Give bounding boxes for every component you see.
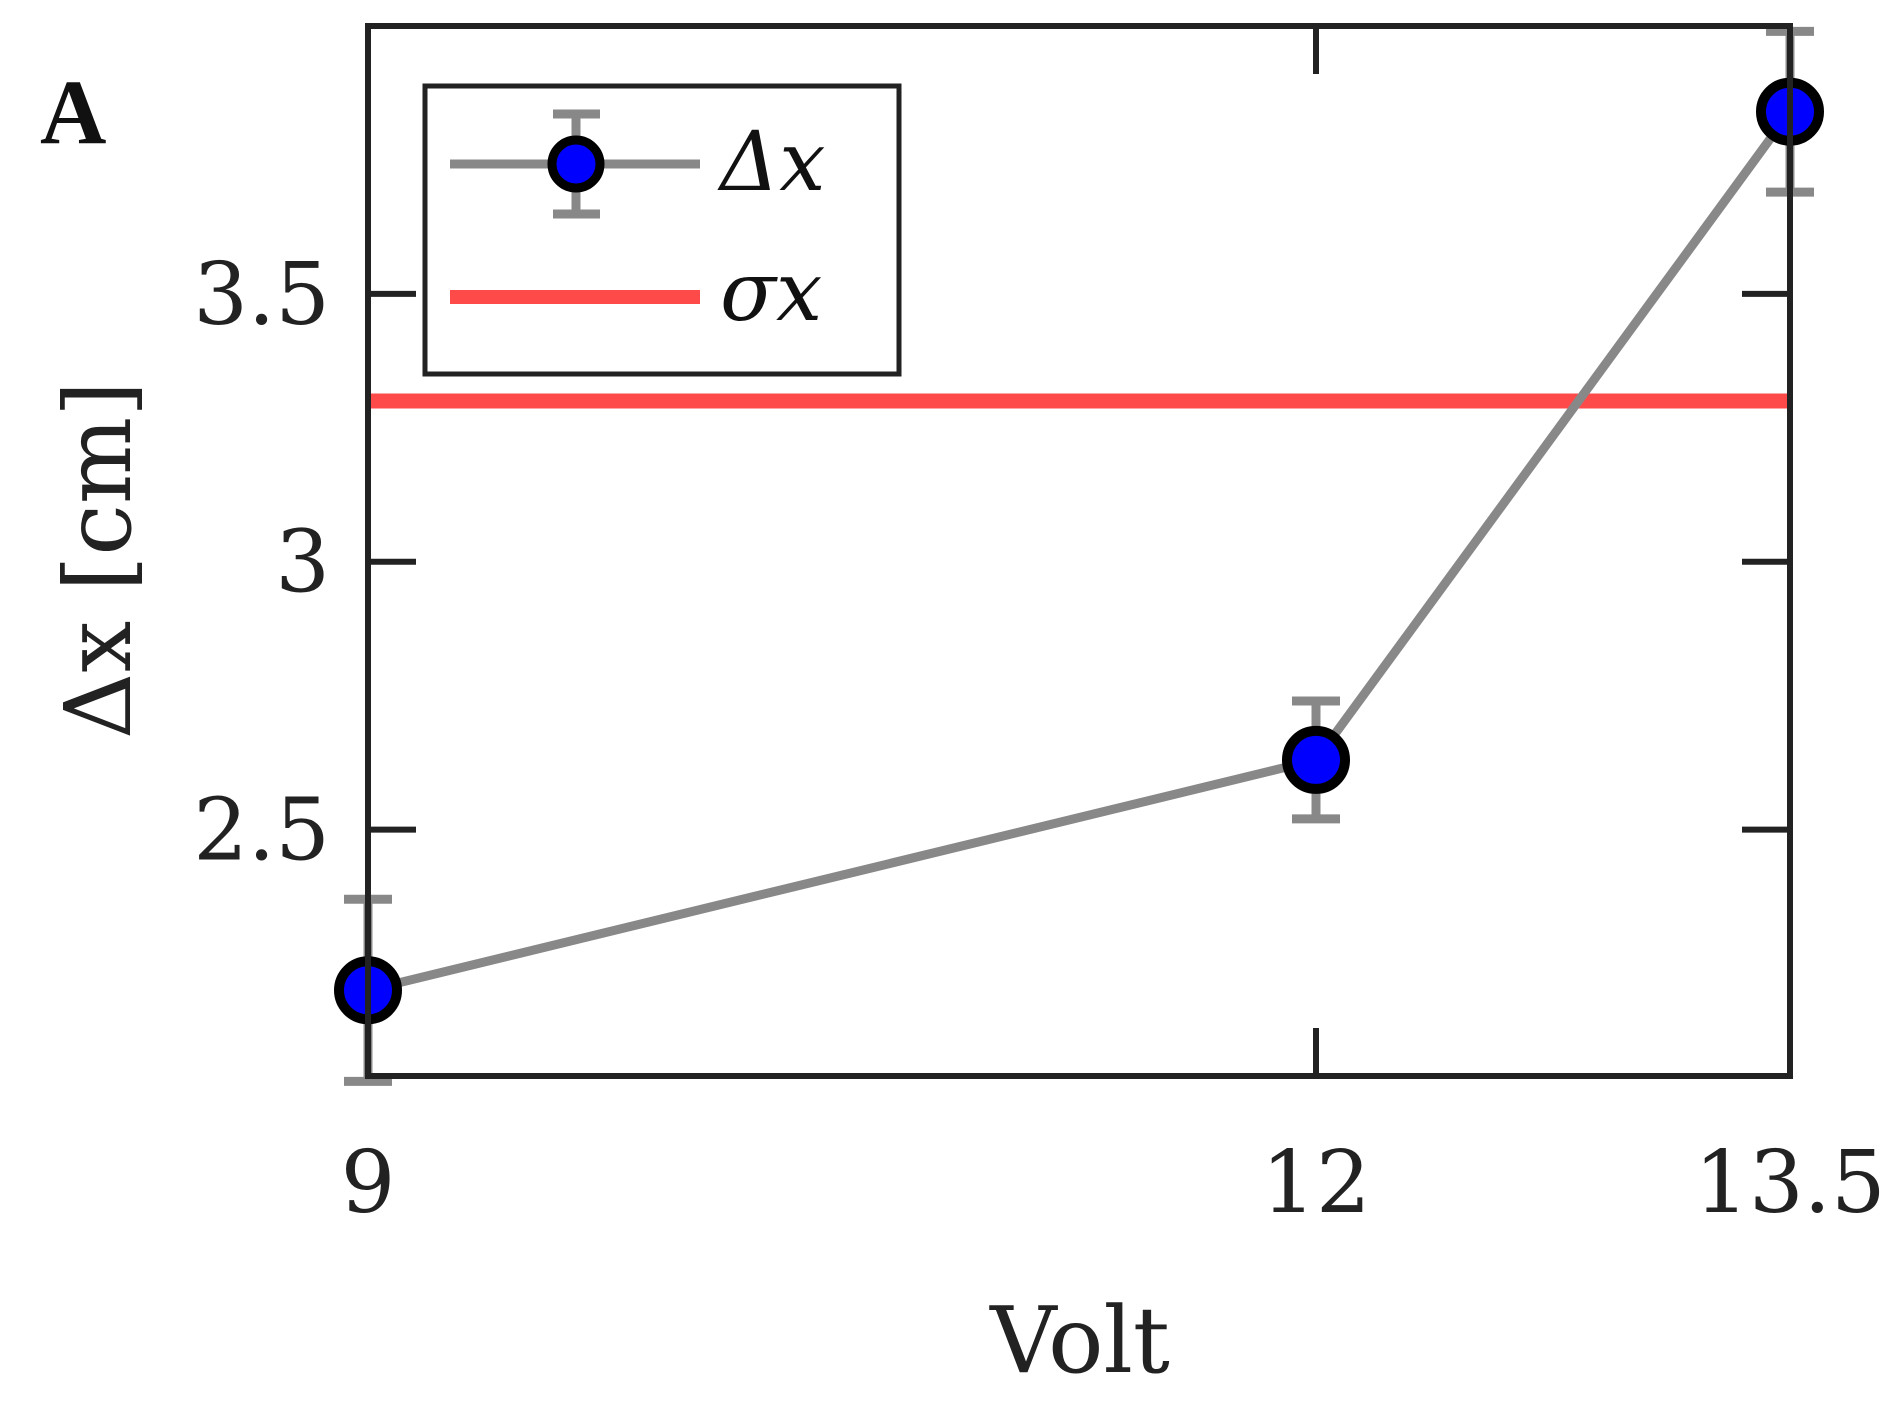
- legend: Δx σx: [422, 83, 902, 377]
- legend-entry-sigma-x: σx: [450, 245, 822, 340]
- legend-label-sigma-x: σx: [720, 245, 822, 340]
- x-tick-label: 12: [1261, 1133, 1370, 1233]
- plot-area: [334, 26, 1824, 1086]
- x-tick-label: 13.5: [1694, 1133, 1885, 1233]
- y-tick-label: 3: [275, 513, 330, 613]
- data-point: [1282, 725, 1350, 794]
- axes-frame: [365, 23, 1793, 1079]
- legend-marker-delta-x: [547, 135, 605, 193]
- axis-ticks: [368, 26, 1790, 1076]
- legend-label-delta-x: Δx: [717, 115, 825, 210]
- y-tick-label: 2.5: [193, 781, 330, 881]
- legend-entry-delta-x: Δx: [450, 109, 825, 219]
- y-tick-label: 3.5: [193, 245, 330, 345]
- legend-box: [422, 83, 902, 377]
- tick-labels: 9 12 13.5 2.5 3 3.5: [193, 245, 1886, 1233]
- panel-label: A: [40, 61, 106, 163]
- x-axis-title: Volt: [989, 1287, 1170, 1394]
- x-tick-label: 9: [341, 1133, 396, 1233]
- y-axis-title: Δx [cm]: [45, 381, 152, 739]
